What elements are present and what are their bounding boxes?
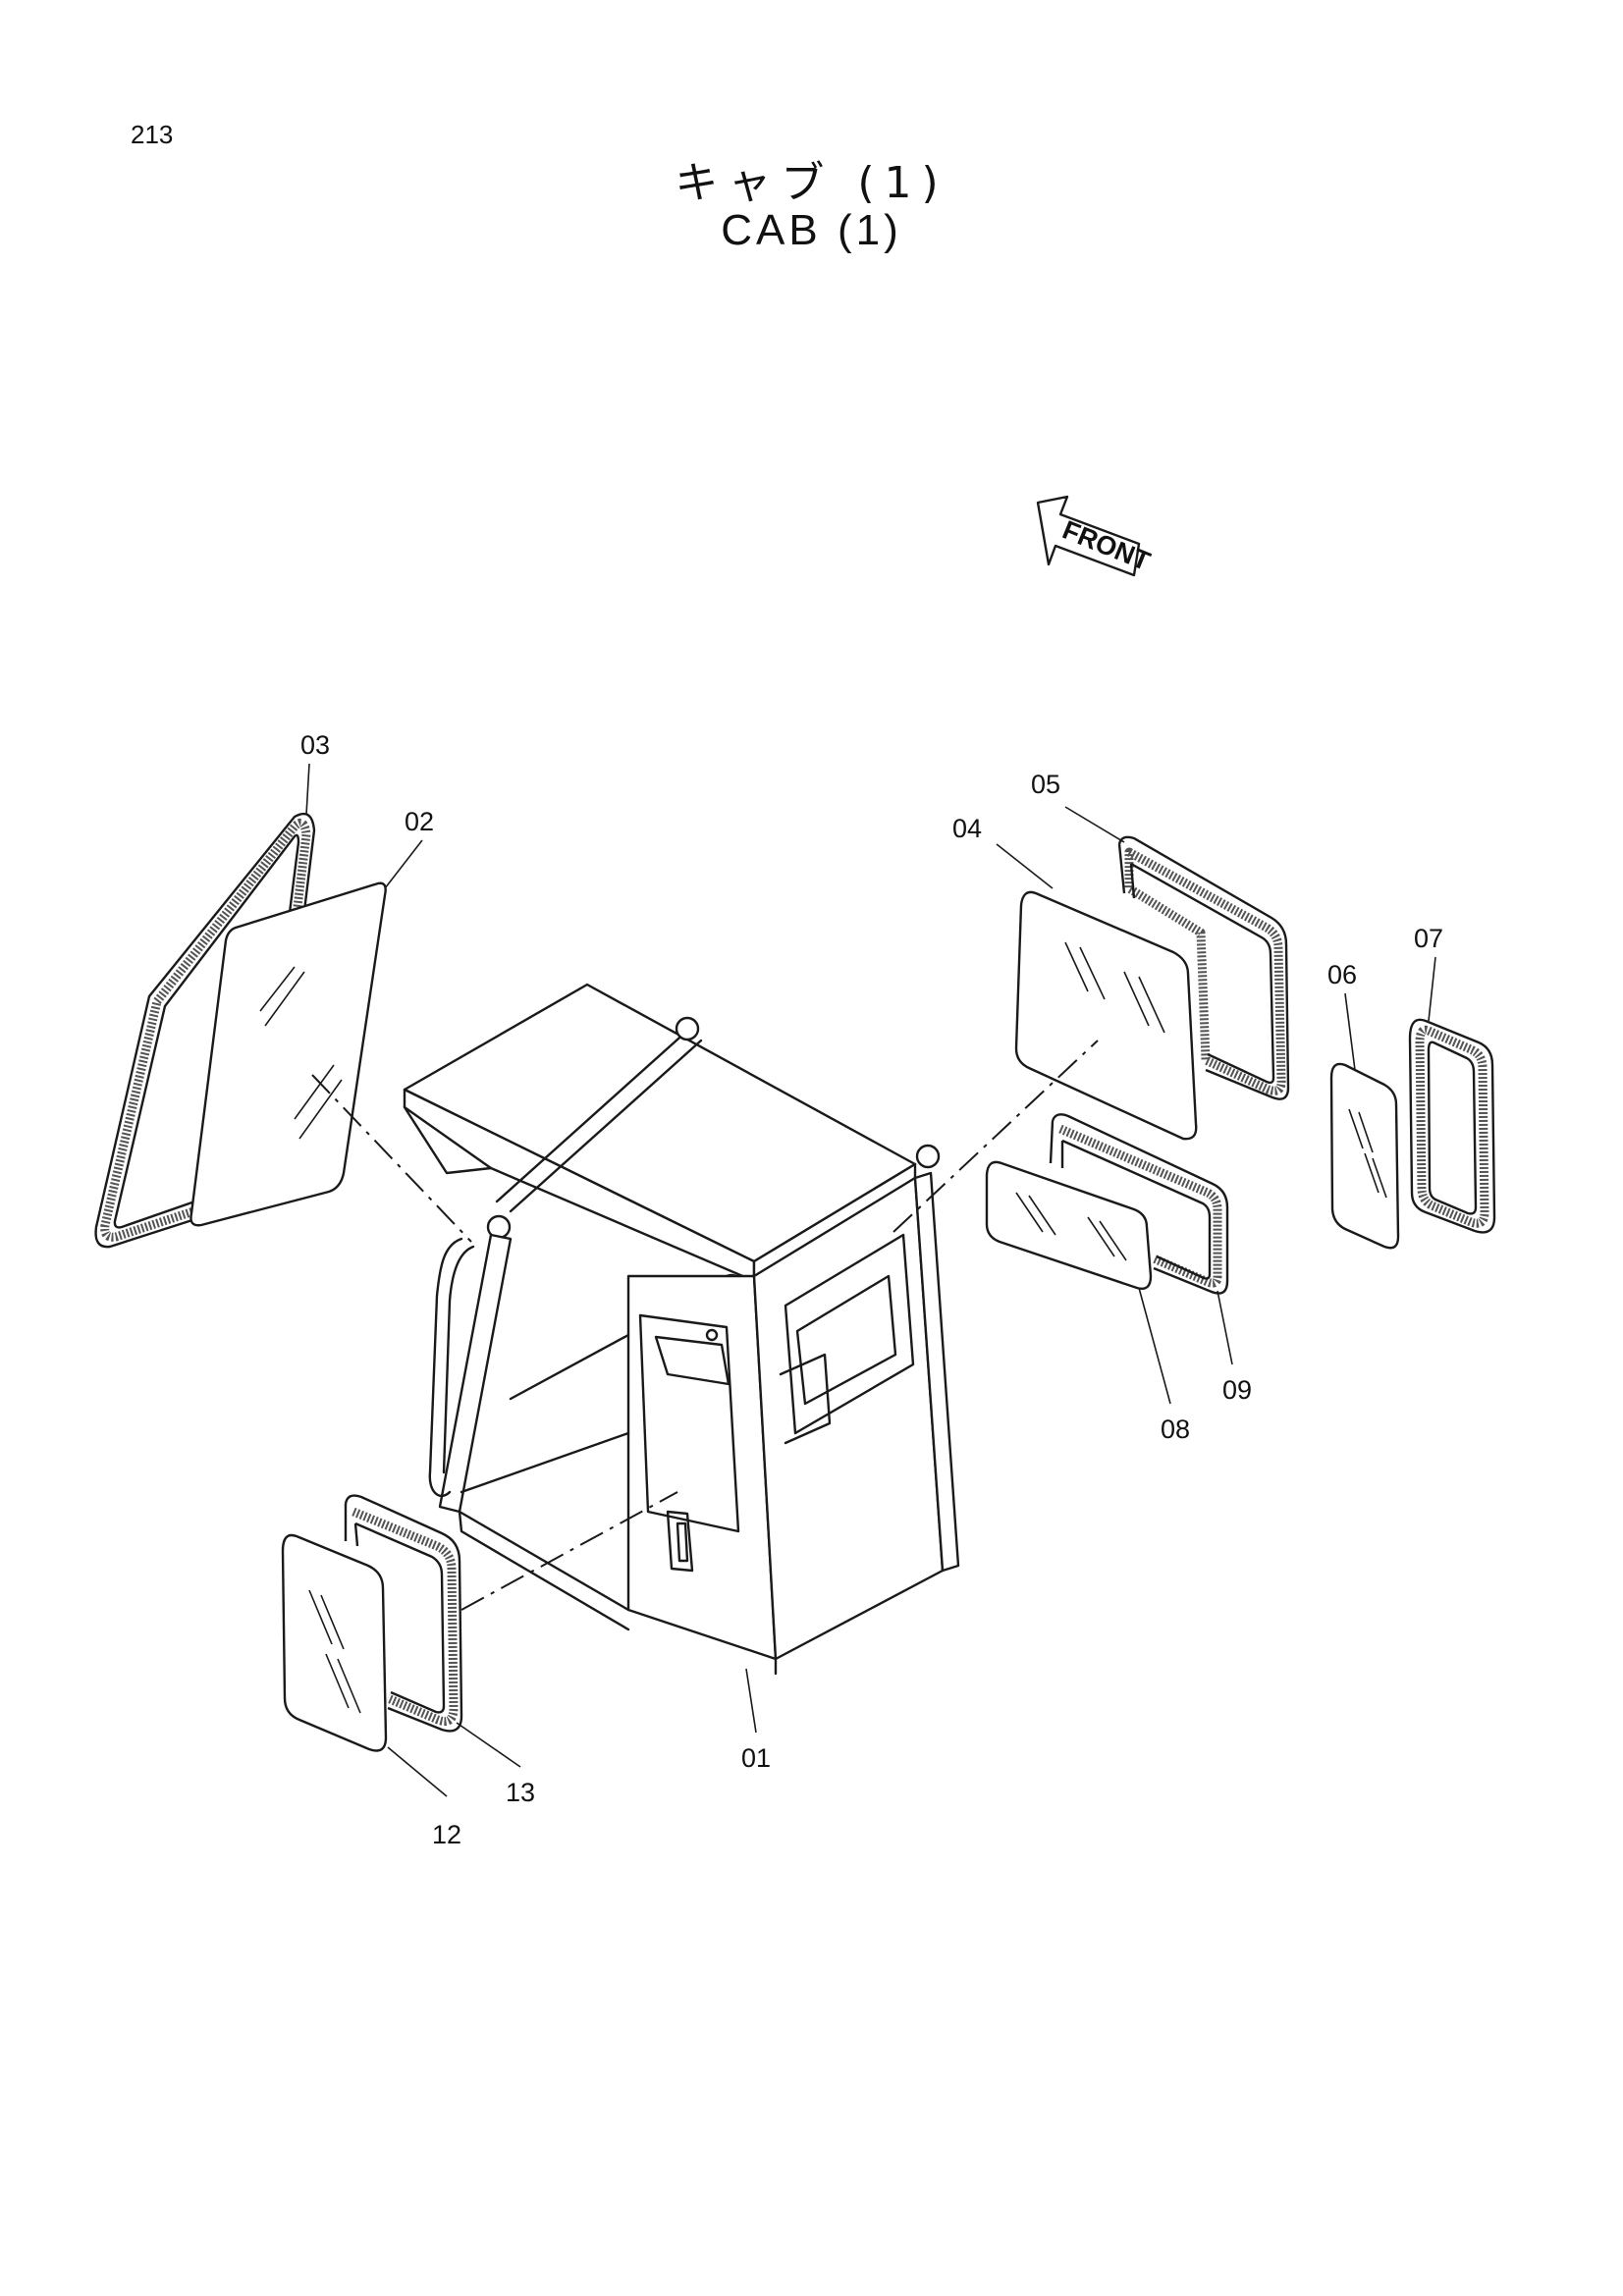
part-12-glass [281, 1533, 388, 1752]
page-number: 213 [131, 120, 174, 149]
callout-05: 05 [1031, 770, 1060, 799]
part-13-seal [344, 1494, 463, 1733]
callout-01: 01 [741, 1743, 771, 1773]
callout-09: 09 [1222, 1375, 1252, 1405]
part-06-glass [1329, 1062, 1400, 1250]
part-05-seal [1117, 835, 1290, 1100]
cab-body [403, 983, 960, 1676]
callout-06: 06 [1327, 960, 1357, 989]
leader-lines [305, 763, 1436, 1797]
callout-13: 13 [506, 1778, 535, 1807]
callout-12: 12 [432, 1820, 461, 1849]
callout-02: 02 [405, 807, 434, 836]
part-09-seal [1049, 1113, 1229, 1295]
callout-03: 03 [300, 730, 330, 760]
callout-labels: 03 02 04 05 06 07 08 09 01 13 12 [300, 730, 1443, 1849]
front-label: FRONT [1058, 515, 1155, 577]
part-04-glass [1014, 890, 1198, 1141]
callout-07: 07 [1414, 924, 1443, 953]
part-07-seal [1408, 1018, 1496, 1234]
page-title-japanese: キャブ (1) [675, 158, 948, 208]
page-title-english: CAB (1) [721, 206, 902, 254]
part-08-glass [985, 1160, 1153, 1290]
callout-08: 08 [1161, 1415, 1190, 1444]
callout-04: 04 [952, 814, 982, 843]
assembly-lines [311, 1040, 1099, 1611]
part-02-glass [189, 881, 387, 1227]
front-arrow-icon: FRONT [1036, 495, 1155, 577]
